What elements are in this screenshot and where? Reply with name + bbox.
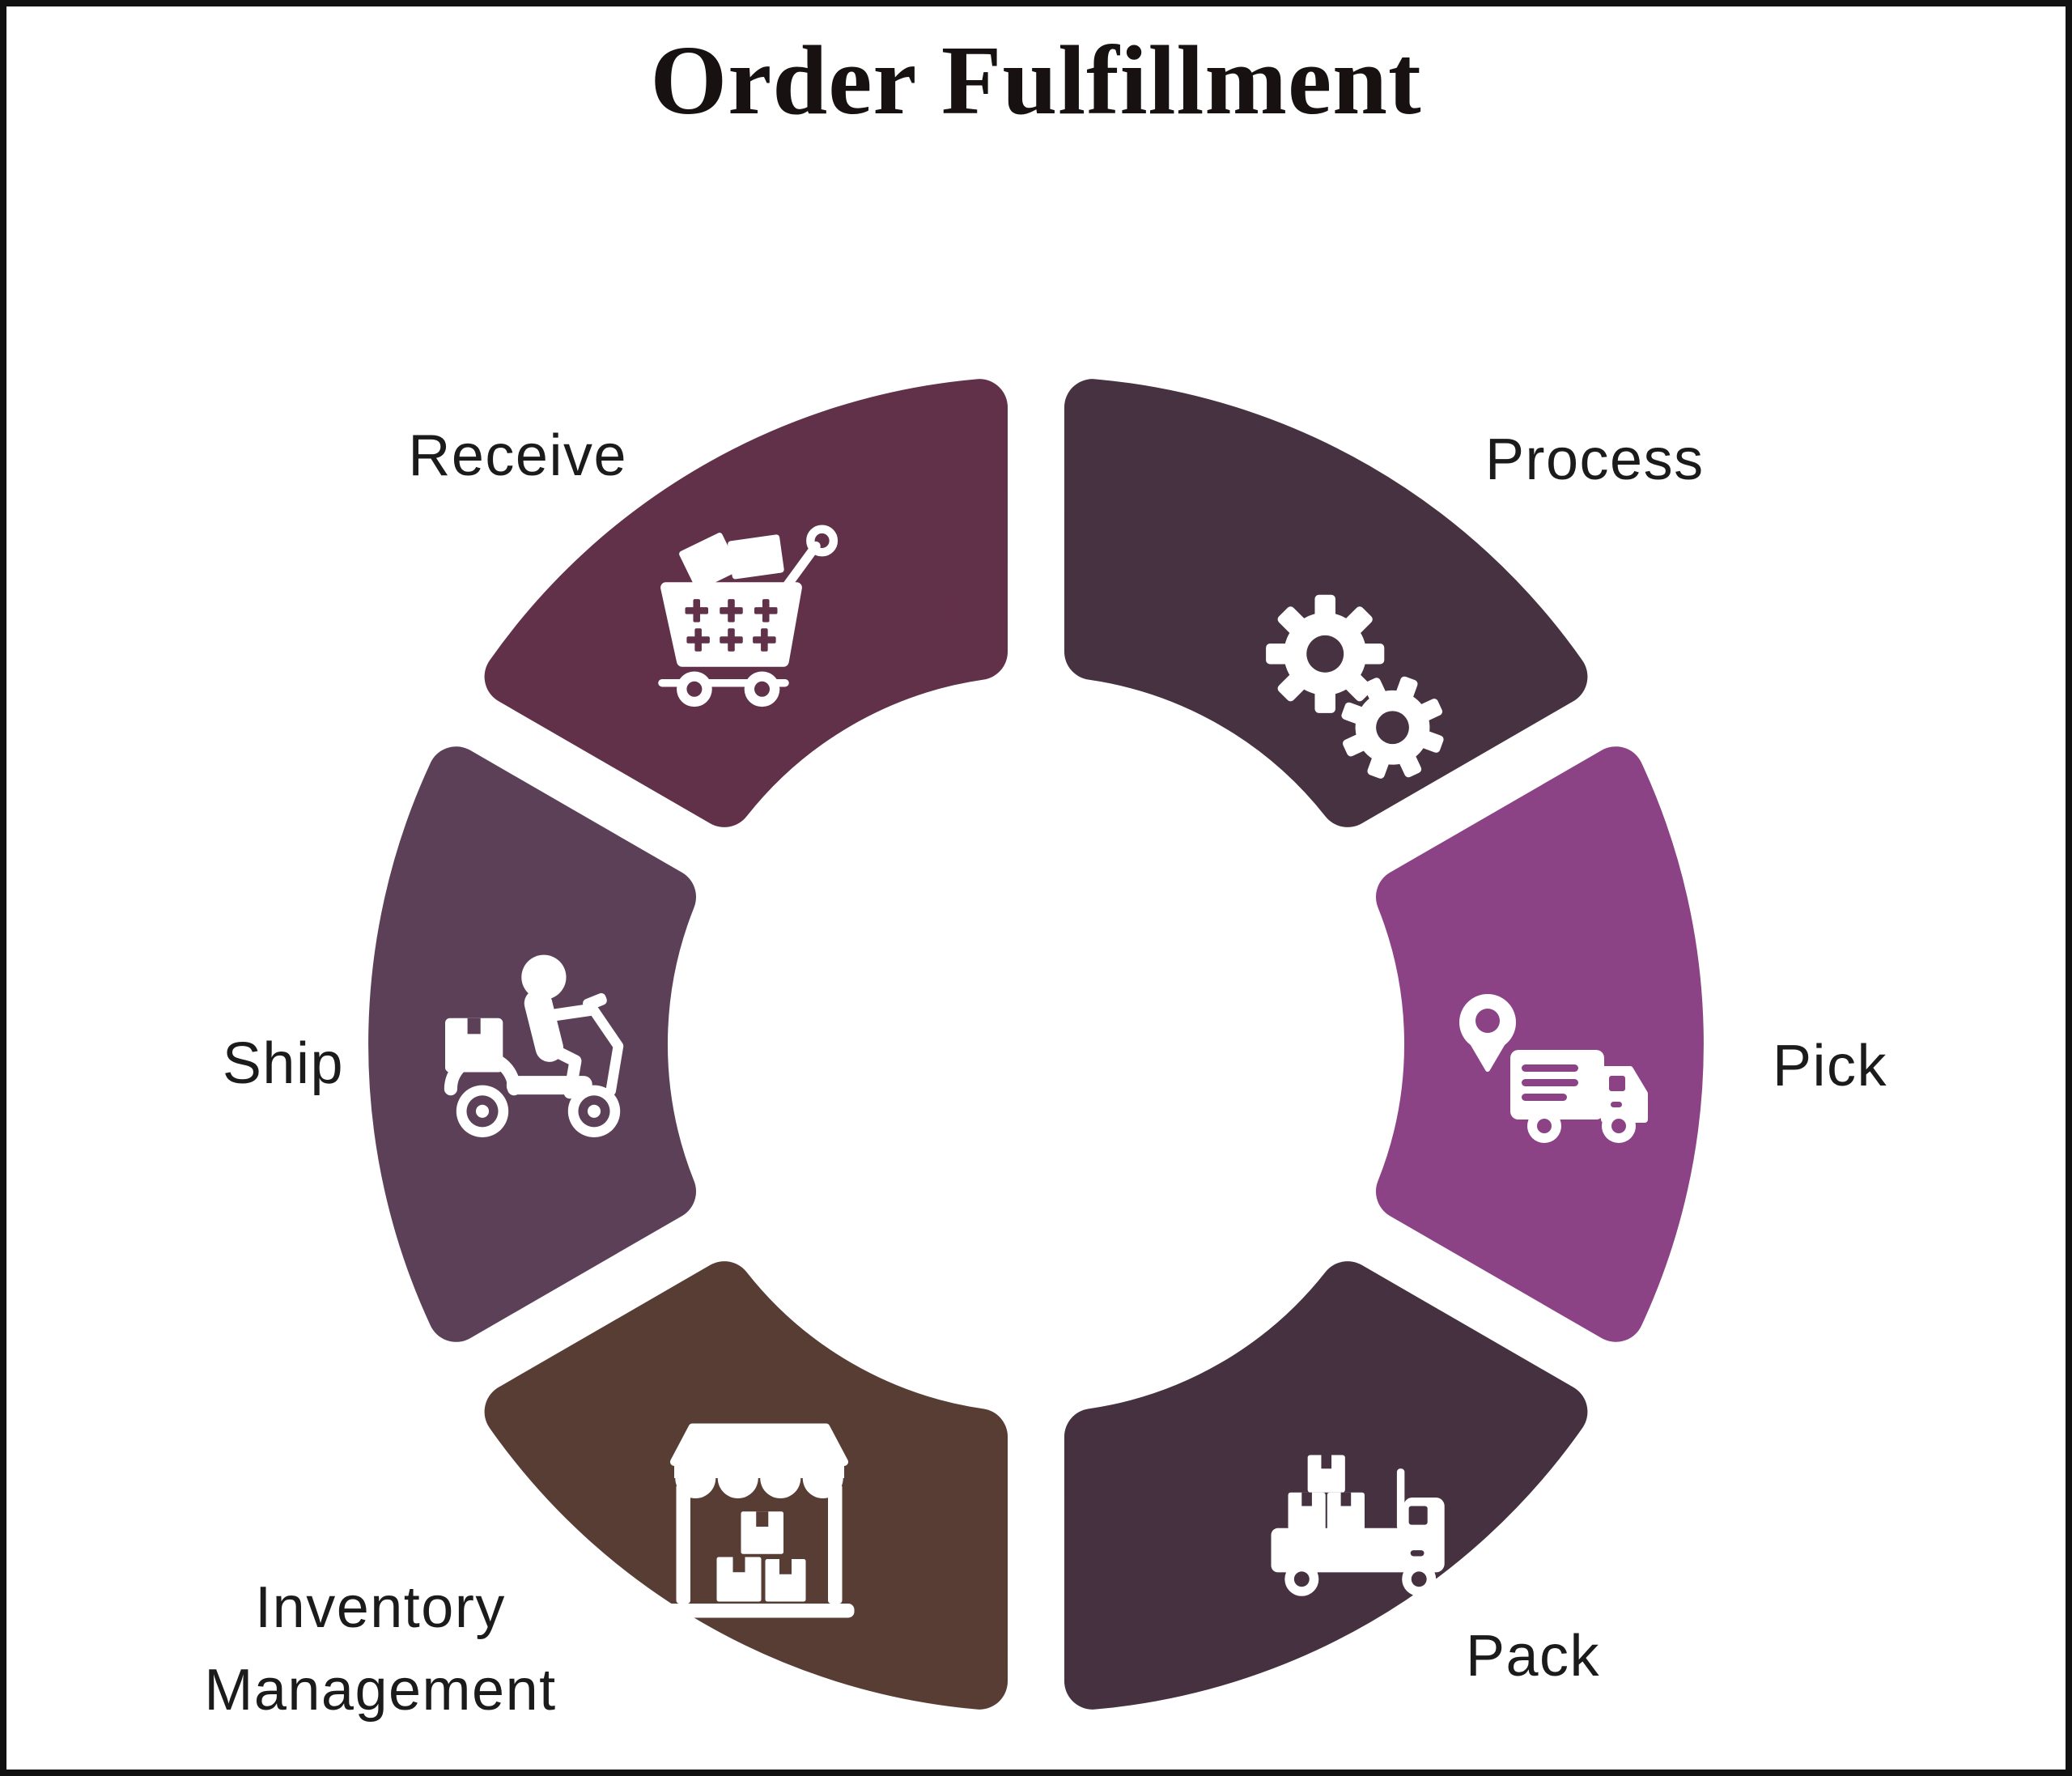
gears-icon [1266,594,1444,779]
page-title: Order Fulfillment [650,26,1421,135]
pack-cutouts [1293,1455,1428,1587]
segment-process-label: Process [1485,427,1705,492]
segment-pick-label: Pick [1773,1034,1887,1098]
segment-pack: Pack [987,1229,1600,1733]
delivery-scooter-icon [444,954,624,1137]
store-cutouts [732,1511,792,1574]
cart-cutouts [685,599,778,697]
shopping-cart-icon [658,525,839,707]
segment-pick: Pick [1404,775,1887,1314]
truck-cutouts [1475,1009,1626,1133]
delivery-truck-location-icon [1459,994,1648,1143]
storefront-boxes-icon [664,1423,855,1618]
segment-ship-label: Ship [223,1031,344,1096]
segment-pick-shape [1404,775,1675,1314]
segment-pack-label: Pack [1466,1624,1600,1689]
segment-ship-shape [397,775,668,1314]
segment-receive: Receive [408,356,1085,860]
truck-loaded-boxes-icon [1271,1455,1445,1596]
segment-receive-label: Receive [408,423,627,488]
segment-ship: Ship [223,775,668,1314]
gear-cutouts [1306,635,1409,745]
segment-process: Process [987,356,1705,860]
